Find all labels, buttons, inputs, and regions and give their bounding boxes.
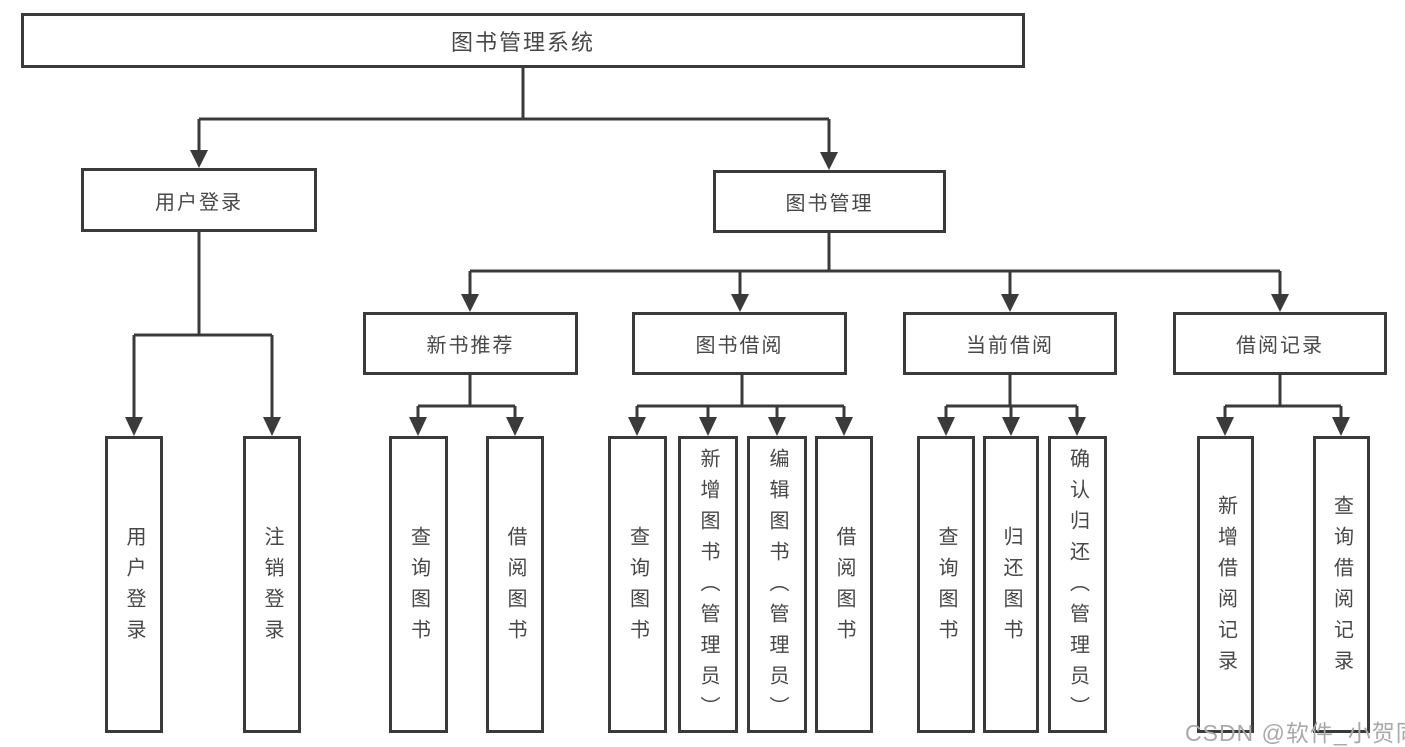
leaf-confirm-return-admin: 确认归还（管理员）	[1048, 436, 1107, 733]
leaf-edit-books-admin: 编辑图书（管理员）	[747, 436, 807, 733]
arrowheads	[125, 150, 1350, 436]
node-root-system: 图书管理系统	[21, 13, 1025, 68]
leaf-add-borrow-record: 新增借阅记录	[1197, 436, 1254, 733]
leaf-borrow-books-1: 借阅图书	[486, 436, 544, 733]
leaf-borrow-books-2: 借阅图书	[815, 436, 873, 733]
node-book-management: 图书管理	[713, 170, 946, 233]
leaf-return-books: 归还图书	[983, 436, 1039, 733]
node-user-login: 用户登录	[81, 168, 317, 232]
leaf-query-books-2: 查询图书	[608, 436, 667, 733]
leaf-logout: 注销登录	[243, 436, 301, 733]
node-borrow-records: 借阅记录	[1173, 312, 1387, 375]
leaf-query-books-1: 查询图书	[389, 436, 448, 733]
connector-user-login	[132, 232, 274, 418]
connector-new-books	[416, 375, 517, 418]
leaf-user-login: 用户登录	[105, 436, 163, 733]
leaf-query-borrow-record: 查询借阅记录	[1313, 436, 1370, 733]
connector-book-borrow	[635, 374, 846, 418]
node-current-borrow: 当前借阅	[903, 312, 1117, 375]
leaf-add-books-admin: 新增图书（管理员）	[678, 436, 738, 733]
connector-root	[197, 66, 831, 152]
connector-borrow-records	[1223, 375, 1343, 418]
leaf-query-books-3: 查询图书	[917, 436, 975, 733]
node-book-borrow: 图书借阅	[632, 312, 847, 375]
connector-book-mgmt	[468, 233, 1282, 294]
watermark: CSDN @软件_小贺同学	[1185, 720, 1405, 746]
node-new-book-recommend: 新书推荐	[363, 312, 578, 375]
connector-current-borrow	[944, 375, 1079, 418]
